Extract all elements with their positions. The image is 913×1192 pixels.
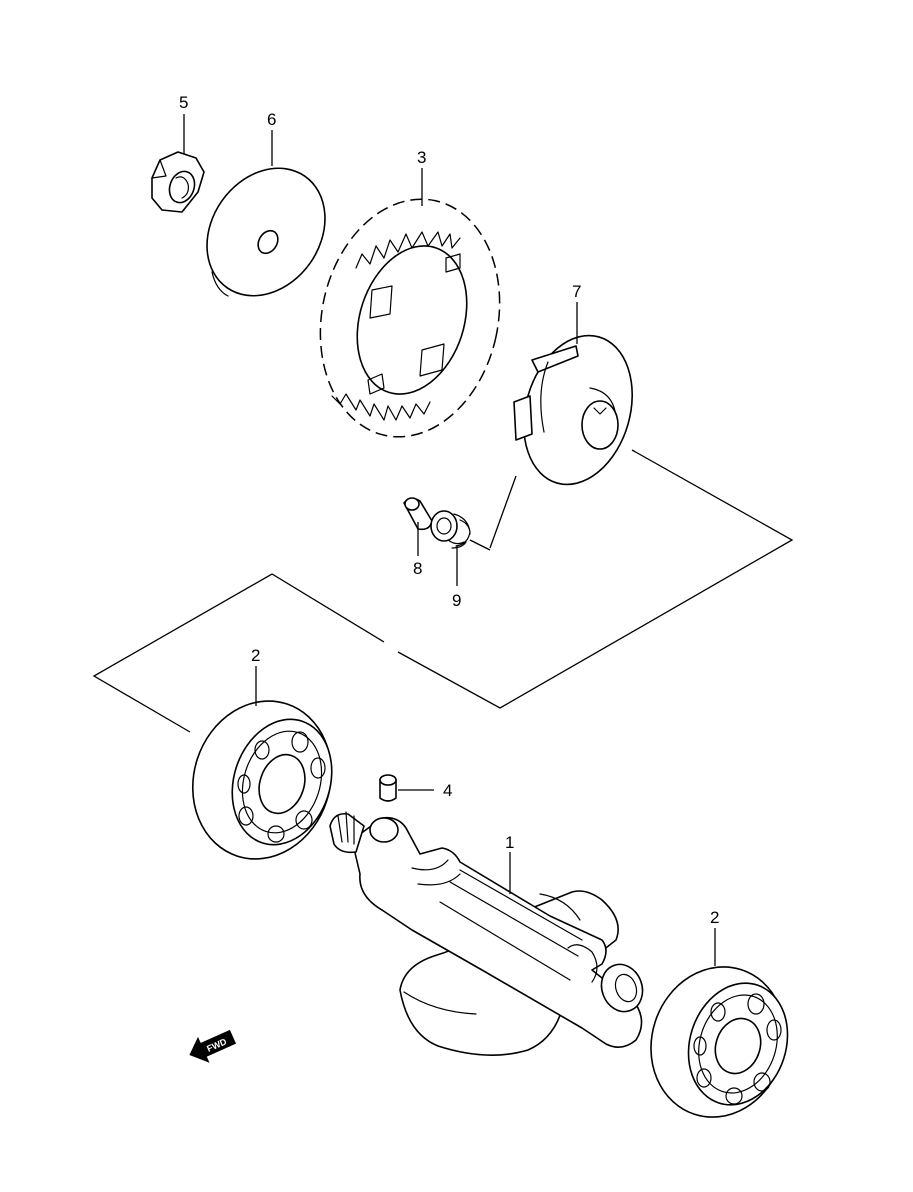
part-3-gear[interactable] — [299, 182, 521, 453]
part-7-stopper[interactable] — [507, 323, 649, 498]
assembly-outline — [92, 449, 794, 733]
callout-leaders — [183, 114, 716, 966]
part-6-washer[interactable] — [183, 145, 349, 318]
fwd-arrow-icon: FWD — [189, 1029, 237, 1063]
callout-4: 4 — [443, 781, 452, 800]
callout-2-upper: 2 — [251, 646, 260, 665]
callout-5: 5 — [179, 93, 188, 112]
callout-7: 7 — [572, 282, 581, 301]
part-9-spring[interactable] — [430, 510, 471, 549]
callout-2-lower: 2 — [710, 908, 719, 927]
callout-labels: 5 6 3 7 8 9 2 4 1 2 — [179, 93, 719, 927]
part-2-bearing-lower[interactable] — [632, 949, 805, 1134]
part-2-bearing-upper[interactable] — [173, 683, 352, 877]
callout-6: 6 — [267, 110, 276, 129]
callout-1: 1 — [505, 833, 514, 852]
part-5-nut[interactable] — [151, 151, 205, 213]
callout-9: 9 — [452, 591, 461, 610]
callout-3: 3 — [417, 148, 426, 167]
part-4-dowel[interactable] — [379, 774, 397, 802]
part-1-balancer-shaft[interactable] — [329, 811, 649, 1056]
callout-8: 8 — [413, 559, 422, 578]
